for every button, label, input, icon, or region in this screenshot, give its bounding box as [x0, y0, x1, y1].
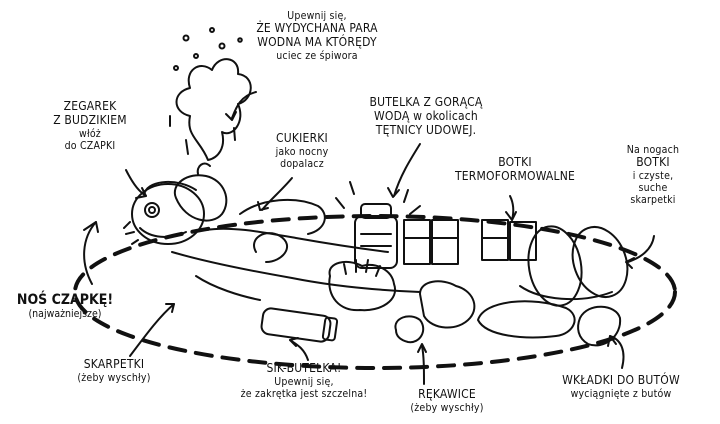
head: [123, 181, 205, 245]
socks-label-line-2: (żeby wyschły): [77, 371, 151, 384]
label-arrows: [83, 91, 655, 385]
hat: [173, 162, 228, 222]
insoles: [477, 300, 622, 347]
insoles-label-line-2: wyciągnięte z butów: [570, 387, 672, 400]
steam-label-line-4: uciec ze śpiwora: [276, 49, 358, 62]
feet-label: Na nogach BOTKI i czyste, suche skarpetk…: [608, 144, 698, 206]
pee-bottle: [260, 307, 339, 343]
gloves-label: RĘKAWICE (żeby wyschły): [392, 387, 502, 414]
feet-label-line-1: Na nogach: [626, 144, 680, 156]
hat-label-line-2: (najważniejsze): [28, 308, 102, 321]
body: [171, 198, 421, 301]
socks-label-line-1: SKARPETKI: [83, 357, 145, 371]
candy-label: CUKIERKI jako nocny dopalacz: [262, 131, 342, 170]
boots-label-line-2: TERMOFORMOWALNE: [454, 168, 576, 183]
hot-water-bottle: [335, 181, 421, 269]
pee-bottle-label-line-3: że zakrętka jest szczelna!: [240, 387, 368, 400]
boots-label: BOTKI TERMOFORMOWALNE: [452, 155, 578, 184]
candy-label-line-1: CUKIERKI: [276, 131, 328, 145]
feet-label-line-3: i czyste,: [632, 169, 674, 182]
feet-label-line-2: BOTKI: [636, 155, 670, 170]
steam-label: Upewnij się, ŻE WYDYCHANA PARA WODNA MA …: [242, 10, 392, 62]
bottle-label: BUTELKA Z GORĄCĄ WODĄ w okolicach TĘTNIC…: [362, 95, 490, 137]
boots-label-line-1: BOTKI: [498, 155, 532, 169]
gloves: [328, 259, 476, 329]
feet: [519, 225, 629, 307]
insoles-label: WKŁADKI DO BUTÓW wyciągnięte z butów: [536, 373, 706, 400]
sleeping-bag-outline: [73, 214, 677, 370]
pee-bottle-label-line-1: SIK-BUTELKA!: [266, 361, 342, 375]
feet-label-line-4: suche: [638, 181, 668, 194]
insoles-label-line-1: WKŁADKI DO BUTÓW: [562, 373, 680, 387]
pee-bottle-label: SIK-BUTELKA! Upewnij się, że zakrętka je…: [224, 361, 384, 400]
hat-label: NOŚ CZAPKĘ! (najważniejsze): [2, 292, 128, 320]
steam-label-line-3: WODNA MA KTÓRĘDY: [257, 34, 377, 49]
feet-label-line-5: skarpetki: [630, 193, 676, 206]
bottle-label-line-1: BUTELKA Z GORĄCĄ: [369, 95, 483, 109]
candy-label-line-2: jako nocny: [275, 145, 329, 158]
hat-label-line-1: NOŚ CZAPKĘ!: [16, 292, 114, 308]
boots: [403, 219, 537, 265]
watch-label-line-4: do CZAPKI: [64, 139, 116, 152]
watch-label-line-2: Z BUDZIKIEM: [53, 112, 127, 127]
bottle-label-line-2: WODĄ w okolicach: [374, 108, 478, 123]
gloves-label-line-2: (żeby wyschły): [410, 401, 484, 414]
gloves-label-line-1: RĘKAWICE: [418, 387, 476, 401]
watch-label-line-1: ZEGAREK: [63, 99, 117, 113]
bottle-label-line-3: TĘTNICY UDOWEJ.: [375, 122, 477, 137]
socks: [394, 315, 425, 344]
candy-label-line-3: dopalacz: [280, 157, 324, 170]
steam-cloud: [169, 27, 252, 161]
steam-label-line-1: Upewnij się,: [287, 10, 347, 22]
pee-bottle-label-line-2: Upewnij się,: [274, 375, 334, 388]
watch-label-line-3: włóż: [79, 127, 101, 140]
steam-label-line-2: ŻE WYDYCHANA PARA: [256, 21, 378, 36]
socks-label: SKARPETKI (żeby wyschły): [56, 357, 172, 384]
watch-label: ZEGAREK Z BUDZIKIEM włóż do CZAPKI: [40, 99, 140, 152]
